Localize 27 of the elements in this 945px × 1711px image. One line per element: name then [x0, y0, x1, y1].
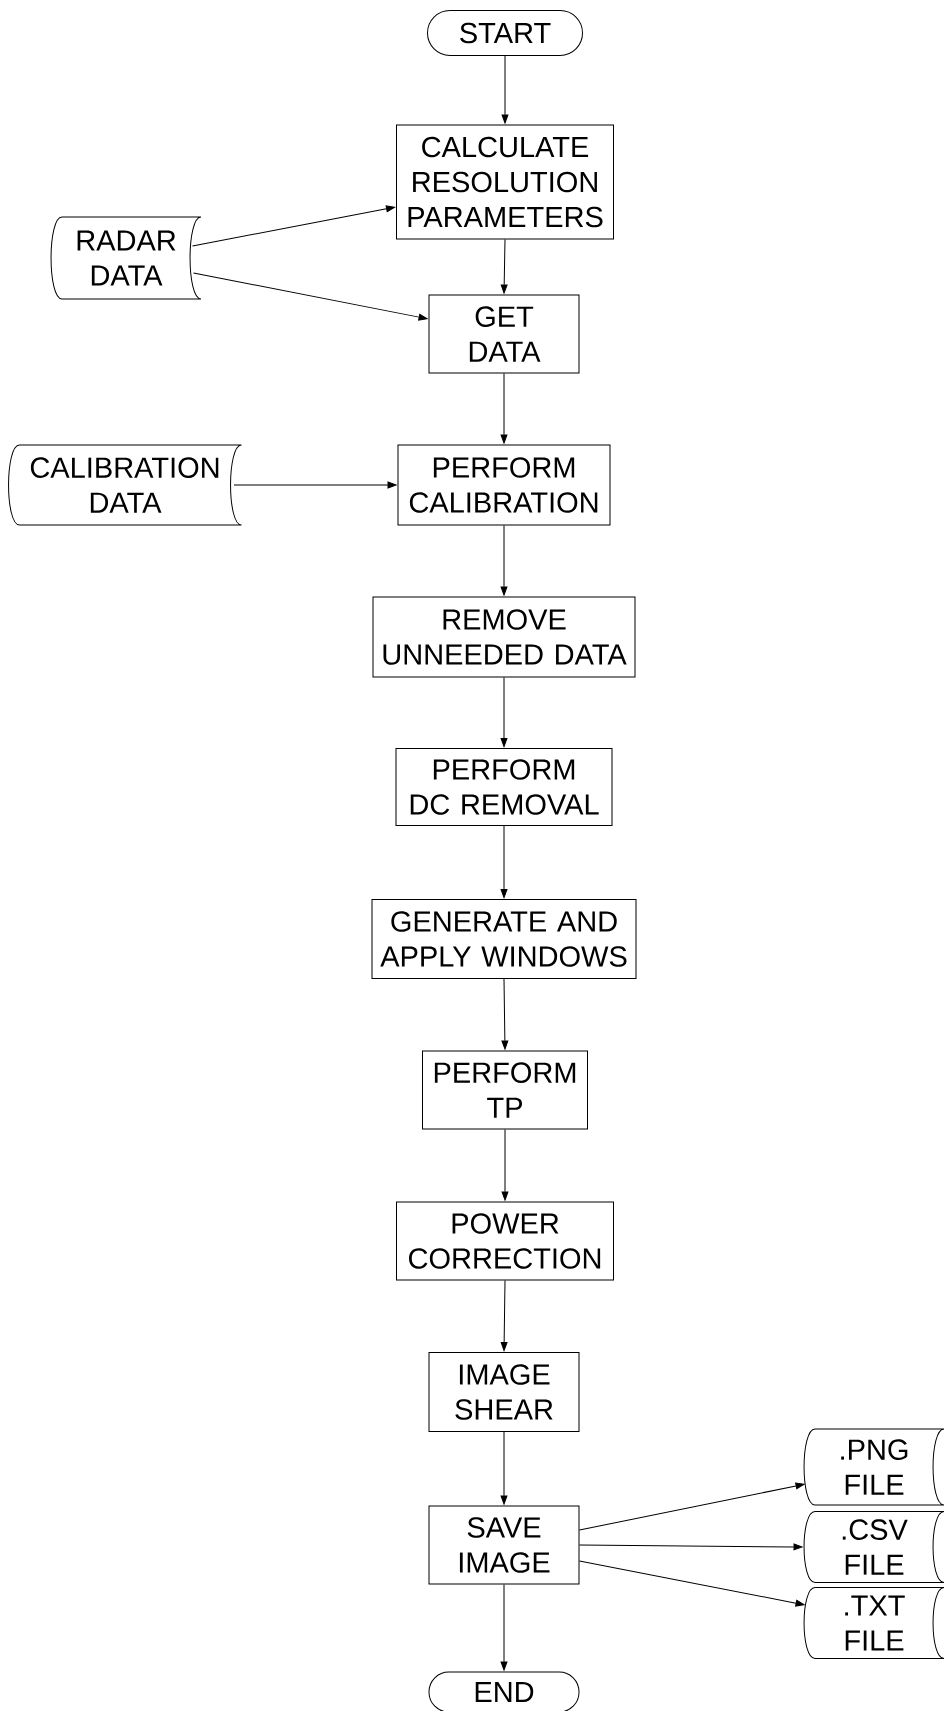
process-box: IMAGE SHEAR [428, 1352, 580, 1432]
process-box: PERFORM CALIBRATION [397, 444, 611, 526]
arrow [501, 55, 509, 124]
arrow [579, 1543, 803, 1551]
process-box: POWER CORRECTION [396, 1201, 614, 1281]
arrow [579, 1560, 805, 1607]
arrow [192, 205, 395, 247]
process-box: SAVE IMAGE [428, 1505, 580, 1585]
process-box: GENERATE AND APPLY WINDOWS [371, 899, 637, 979]
process-box: PERFORM TP [422, 1050, 588, 1130]
arrow [500, 1431, 508, 1505]
arrow [500, 1280, 508, 1351]
arrow [501, 978, 509, 1050]
arrow [233, 481, 397, 489]
arrow [500, 525, 508, 596]
process-box: GET DATA [428, 294, 580, 374]
arrow [500, 825, 508, 898]
arrow [193, 272, 428, 321]
arrow [500, 677, 508, 747]
arrow [501, 1129, 509, 1201]
process-box: PERFORM DC REMOVAL [395, 748, 613, 826]
arrow [500, 373, 508, 444]
arrow [500, 239, 508, 294]
arrow [500, 1584, 508, 1671]
process-box: CALCULATE RESOLUTION PARAMETERS [396, 124, 614, 240]
process-box: REMOVE UNNEEDED DATA [372, 596, 636, 678]
arrow [579, 1482, 805, 1531]
